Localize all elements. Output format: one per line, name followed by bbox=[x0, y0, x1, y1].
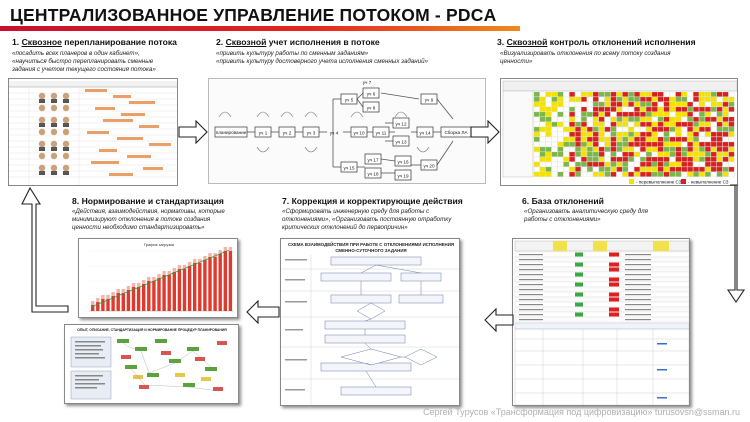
arrow-3-to-6 bbox=[726, 184, 746, 303]
flow-node: уч 11 bbox=[376, 131, 387, 136]
arrow-6-to-7 bbox=[484, 308, 514, 332]
arrow-2-to-3 bbox=[470, 120, 500, 144]
title-underline bbox=[0, 26, 520, 31]
section-1-description: «посадить всех планеров в один кабинет»,… bbox=[12, 50, 156, 74]
flow-node: уч 3 bbox=[307, 131, 316, 136]
page-title: ЦЕНТРАЛИЗОВАННОЕ УПРАВЛЕНИЕ ПОТОКОМ - PD… bbox=[10, 5, 497, 25]
planning-table-thumbnail bbox=[8, 78, 178, 186]
flow-node: уч 20 bbox=[423, 164, 435, 169]
section-8-heading: 8. Нормирование и стандартизация bbox=[72, 196, 224, 206]
section-2-heading: 2. Сквозной учет исполнения в потоке bbox=[216, 37, 380, 47]
section-3-description: «Визуализировать отклонения по всему пот… bbox=[500, 50, 671, 66]
flow-node: уч 4 bbox=[330, 131, 339, 136]
flow-node: уч 2 bbox=[283, 131, 292, 136]
flow-node-end: Сборка ЛА bbox=[444, 130, 468, 135]
flow-node: уч 5 bbox=[345, 98, 354, 103]
arrow-1-to-2 bbox=[178, 120, 208, 144]
flow-node: уч 15 bbox=[343, 166, 355, 171]
flow-node: уч 7 bbox=[363, 80, 372, 85]
section-6-heading: 6. База отклонений bbox=[522, 196, 604, 206]
flow-node: уч 19 bbox=[397, 174, 409, 179]
flow-node: уч 9 bbox=[425, 98, 434, 103]
flow-node-start: планирование bbox=[216, 130, 247, 135]
flow-node: уч 12 bbox=[395, 122, 407, 127]
flow-node: уч 10 bbox=[353, 131, 365, 136]
deviation-grid-thumbnail: - перевыполнение СЗ - невыполнение СЗ bbox=[500, 78, 738, 186]
process-map-title: ОПЫТ, ОПИСАНИЕ, СТАНДАРТИЗАЦИЯ И НОРМИРО… bbox=[77, 328, 227, 332]
flow-node: уч 1 bbox=[259, 131, 268, 136]
legend-overfulfilment: - перевыполнение СЗ bbox=[636, 180, 682, 185]
section-3-heading: 3. Сквозной контроль отклонений исполнен… bbox=[497, 37, 696, 47]
section-2-description: «привить культуру работы по сменным зада… bbox=[216, 50, 428, 66]
scheme-title-line-1: СХЕМА ВЗАИМОДЕЙСТВИЯ ПРИ РАБОТЕ С ОТКЛОН… bbox=[288, 242, 454, 247]
section-7-description: «Сформировать инженерную среду для работ… bbox=[282, 208, 452, 232]
flow-node: уч 6 bbox=[367, 92, 376, 97]
process-map-thumbnail: ОПЫТ, ОПИСАНИЕ, СТАНДАРТИЗАЦИЯ И НОРМИРО… bbox=[64, 324, 239, 404]
arrow-7-to-8 bbox=[246, 300, 280, 324]
section-7-heading: 7. Коррекция и корректирующие действия bbox=[282, 196, 463, 206]
section-8-description: «Действия, взаимодействия, нормативы, ко… bbox=[72, 208, 225, 232]
workload-chart-thumbnail: График загрузки bbox=[78, 238, 238, 318]
arrow-8-to-1 bbox=[21, 186, 69, 313]
flow-node: уч 16 bbox=[397, 160, 409, 165]
deviation-database-thumbnail bbox=[512, 238, 690, 406]
interaction-scheme-thumbnail: СХЕМА ВЗАИМОДЕЙСТВИЯ ПРИ РАБОТЕ С ОТКЛОН… bbox=[280, 238, 460, 406]
footer-credit: Сергей Турусов «Трансформация под цифров… bbox=[423, 407, 740, 417]
flow-node: уч 8 bbox=[367, 106, 376, 111]
flow-node: уч 17 bbox=[367, 158, 379, 163]
flow-node: уч 18 bbox=[367, 172, 379, 177]
flow-node: уч 14 bbox=[419, 131, 431, 136]
section-1-heading: 1. Сквозное перепланирование потока bbox=[12, 37, 177, 47]
flow-diagram-thumbnail: планирование уч 1 уч 2 уч 3 уч 10 уч 5 у… bbox=[208, 78, 486, 184]
chart-title: График загрузки bbox=[144, 242, 174, 247]
scheme-title-line-2: СМЕННО-СУТОЧНОГО ЗАДАНИЯ bbox=[335, 248, 406, 253]
flow-node: уч 13 bbox=[395, 140, 407, 145]
legend-underfulfilment: - невыполнение СЗ bbox=[688, 180, 729, 185]
